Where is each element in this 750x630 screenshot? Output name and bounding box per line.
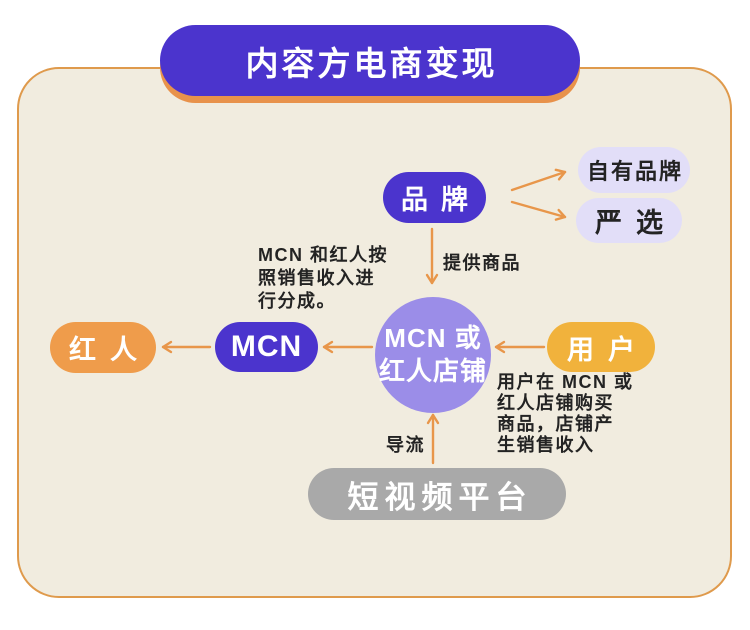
node-platform-label: 短视频平台 — [347, 479, 533, 515]
node-influencer-label: 红人 — [69, 335, 151, 365]
note-mcn-share-line: MCN 和红人按 — [258, 245, 388, 265]
node-shop-circle: MCN 或 红人店铺 — [375, 297, 491, 413]
note-user-purchase: 用户在 MCN 或 红人店铺购买 商品，店铺产 生销售收入 — [497, 372, 634, 456]
node-shop-circle-line1: MCN 或 — [384, 323, 482, 353]
note-user-purchase-line: 用户在 MCN 或 — [497, 372, 634, 392]
edge-label-traffic: 导流 — [386, 435, 425, 455]
node-platform: 短视频平台 — [308, 468, 566, 520]
note-mcn-share: MCN 和红人按 照销售收入进 行分成。 — [258, 244, 388, 313]
title-banner: 内容方电商变现 — [160, 25, 580, 96]
node-mcn: MCN — [215, 322, 318, 372]
note-mcn-share-line: 照销售收入进 — [258, 268, 375, 288]
node-own-brand: 自有品牌 — [578, 147, 690, 193]
node-brand: 品牌 — [383, 172, 486, 223]
node-yanxuan: 严选 — [576, 198, 682, 243]
page-title: 内容方电商变现 — [245, 44, 498, 82]
note-user-purchase-line: 商品，店铺产 — [497, 414, 614, 434]
node-mcn-label: MCN — [230, 330, 303, 363]
node-influencer: 红人 — [50, 322, 156, 373]
node-user-label: 用户 — [567, 334, 649, 365]
node-own-brand-label: 自有品牌 — [586, 159, 683, 184]
node-user: 用户 — [547, 322, 655, 372]
note-mcn-share-line: 行分成。 — [258, 291, 336, 311]
note-user-purchase-line: 红人店铺购买 — [497, 393, 614, 413]
note-user-purchase-line: 生销售收入 — [497, 435, 595, 455]
node-yanxuan-label: 严选 — [595, 208, 677, 238]
edge-label-provide-goods: 提供商品 — [443, 253, 521, 273]
node-brand-label: 品牌 — [401, 185, 481, 215]
node-shop-circle-line2: 红人店铺 — [378, 356, 487, 386]
